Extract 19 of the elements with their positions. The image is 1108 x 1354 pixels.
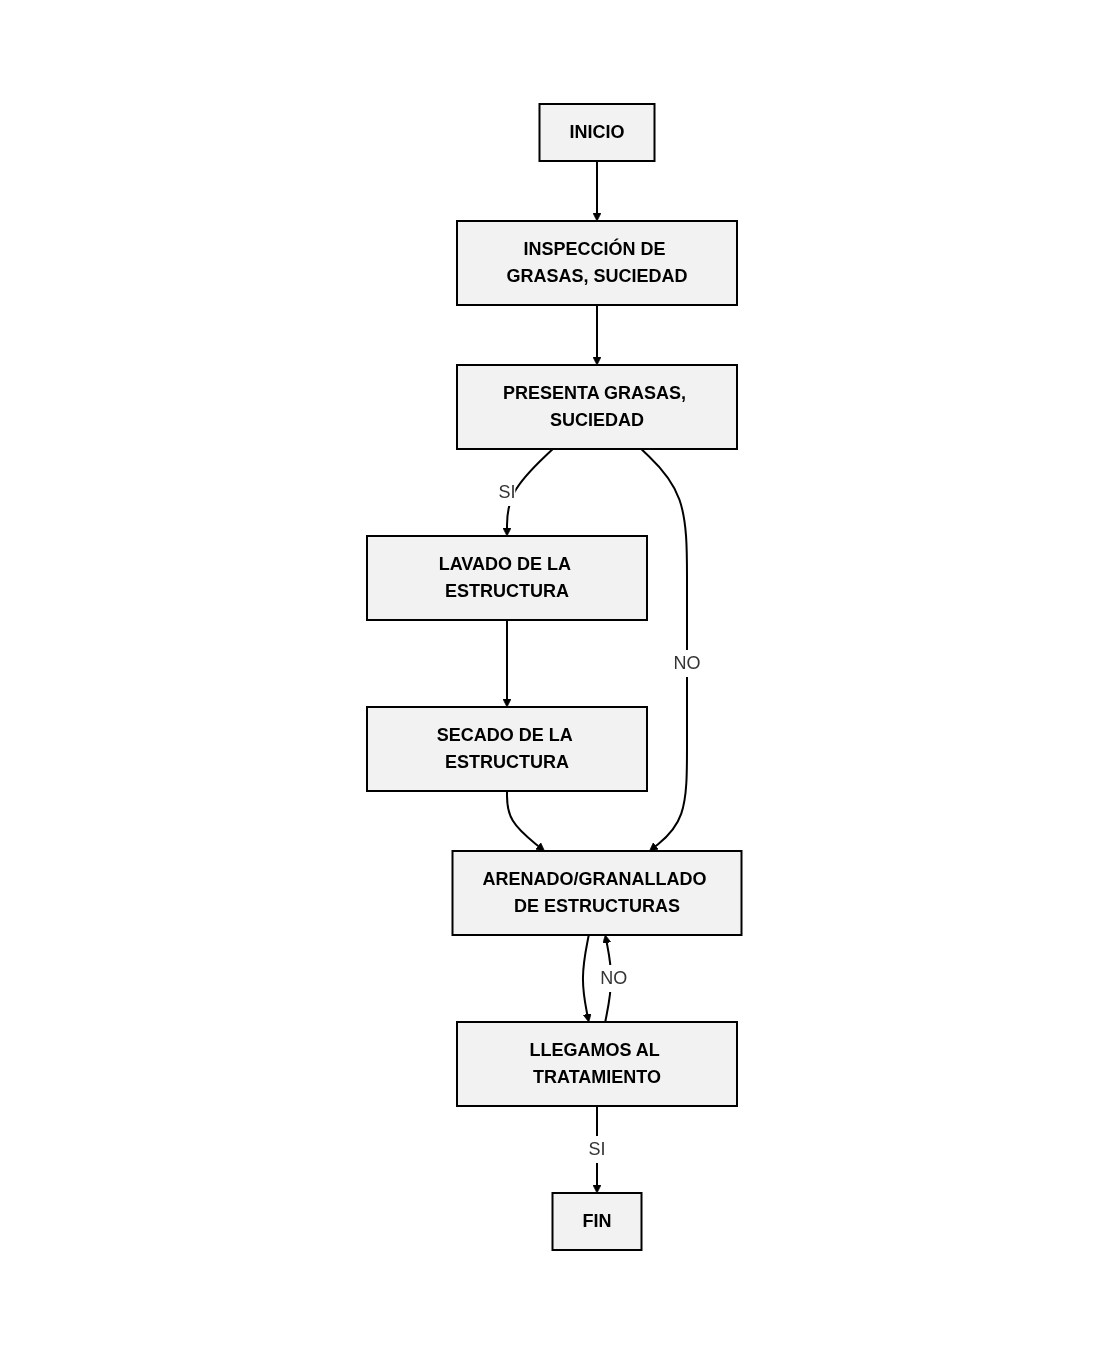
arrow	[581, 934, 592, 1023]
arrow	[502, 448, 554, 537]
node-box: INSPECCIÓN DE GRASAS, SUCIEDAD	[455, 220, 738, 306]
arrow	[505, 790, 545, 852]
arrow	[639, 448, 688, 852]
node-box: LAVADO DE LA ESTRUCTURA	[365, 535, 648, 621]
edge-label: NO	[600, 968, 627, 988]
node-box: ARENADO/GRANALLADO DE ESTRUCTURAS	[451, 850, 743, 936]
edge-label: SI	[588, 1139, 606, 1159]
edge-label: SI	[498, 482, 516, 502]
node-box: INICIO	[538, 103, 656, 162]
node-box: PRESENTA GRASAS, SUCIEDAD	[455, 364, 738, 450]
node-box: SECADO DE LA ESTRUCTURA	[365, 706, 648, 792]
arrow	[592, 304, 602, 366]
edge-label: NO	[673, 653, 701, 673]
node-box: LLEGAMOS AL TRATAMIENTO	[455, 1021, 738, 1107]
arrow	[502, 619, 512, 708]
node-box: FIN	[551, 1192, 643, 1251]
arrow	[592, 160, 602, 222]
